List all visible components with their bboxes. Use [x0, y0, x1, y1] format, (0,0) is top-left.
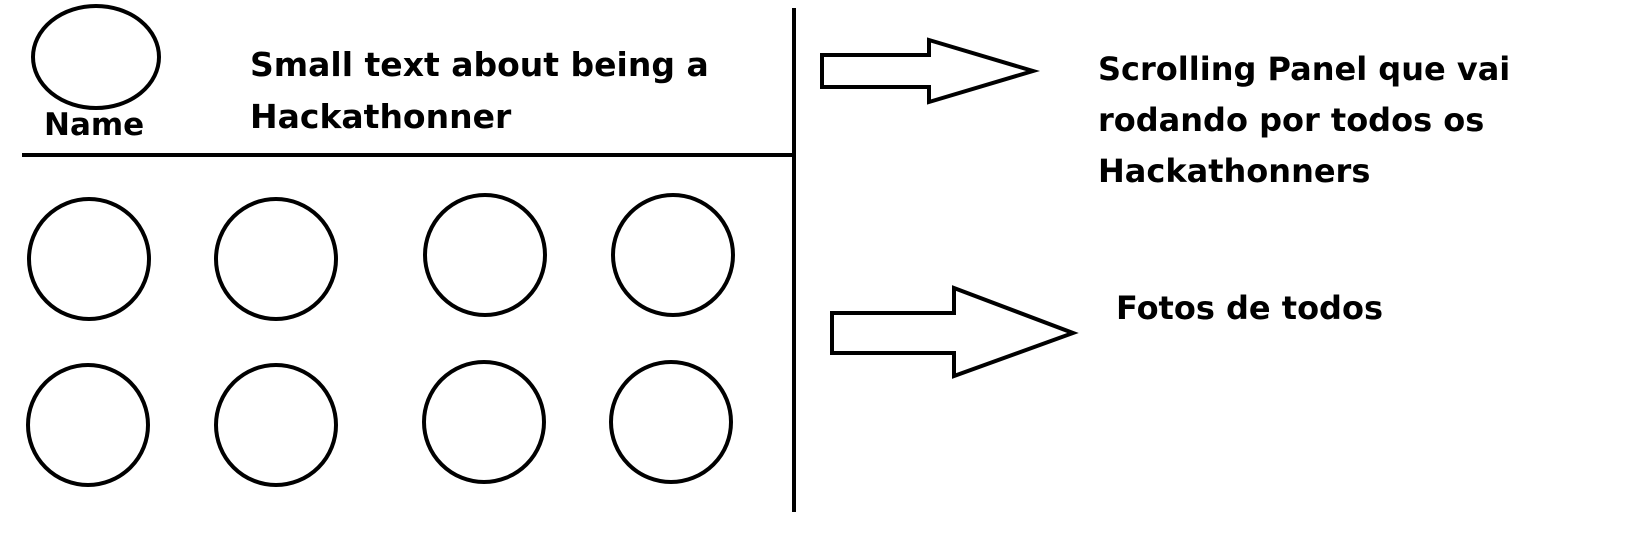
photo-placeholder — [423, 193, 547, 317]
photo-placeholder — [214, 197, 338, 321]
scrolling-panel-note-line: Scrolling Panel que vai — [1098, 50, 1511, 88]
profile-avatar — [31, 4, 161, 110]
scrolling-panel-note: Scrolling Panel que vai rodando por todo… — [1098, 44, 1510, 197]
right-arrow-icon — [820, 37, 1041, 105]
right-arrow-icon — [830, 285, 1079, 379]
intro-text-line: Small text about being a — [250, 45, 709, 84]
scrolling-panel-note-line: Hackathonners — [1098, 152, 1371, 190]
scrolling-panel-note-line: rodando por todos os — [1098, 101, 1485, 139]
photo-placeholder — [27, 197, 151, 321]
intro-text: Small text about being a Hackathonner — [250, 39, 709, 143]
photo-placeholder — [611, 193, 735, 317]
photo-placeholder — [422, 360, 546, 484]
name-label: Name — [44, 107, 145, 143]
photo-placeholder — [214, 363, 338, 487]
photos-note: Fotos de todos — [1116, 289, 1383, 327]
photo-placeholder — [609, 360, 733, 484]
intro-text-line: Hackathonner — [250, 97, 512, 136]
photo-placeholder — [26, 363, 150, 487]
